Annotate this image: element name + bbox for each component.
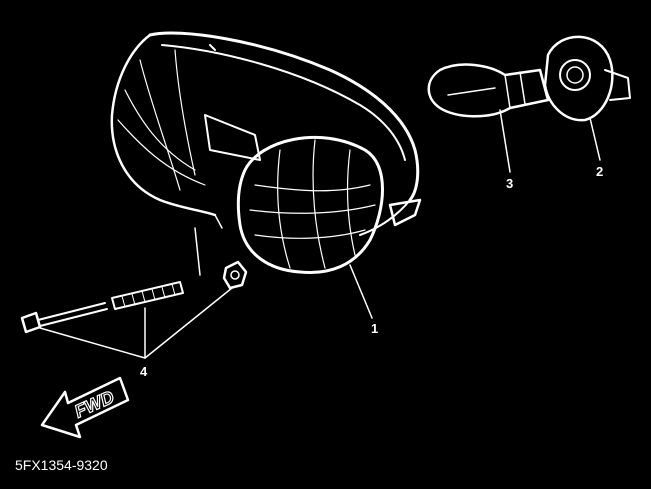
leader-line-4c xyxy=(144,287,233,359)
callout-4: 4 xyxy=(140,364,148,379)
callout-1: 1 xyxy=(371,321,378,336)
nut xyxy=(222,260,248,290)
callout-2: 2 xyxy=(596,164,603,179)
leader-line-4a xyxy=(39,327,146,359)
headlight-housing xyxy=(110,31,422,236)
leader-line-2 xyxy=(589,117,601,161)
bulb xyxy=(427,63,550,118)
bulb-socket xyxy=(543,35,631,122)
mount-guide-line xyxy=(194,227,201,276)
forward-direction-arrow: FWD xyxy=(40,376,130,439)
leader-line-3 xyxy=(499,109,511,173)
mount-guide-line xyxy=(214,214,223,229)
diagram-part-code: 5FX1354-9320 xyxy=(15,457,108,473)
headlight-lens xyxy=(236,135,384,275)
callout-3: 3 xyxy=(506,176,513,191)
leader-line-1 xyxy=(349,264,373,319)
bolt xyxy=(20,302,108,334)
threaded-rod xyxy=(111,281,184,310)
